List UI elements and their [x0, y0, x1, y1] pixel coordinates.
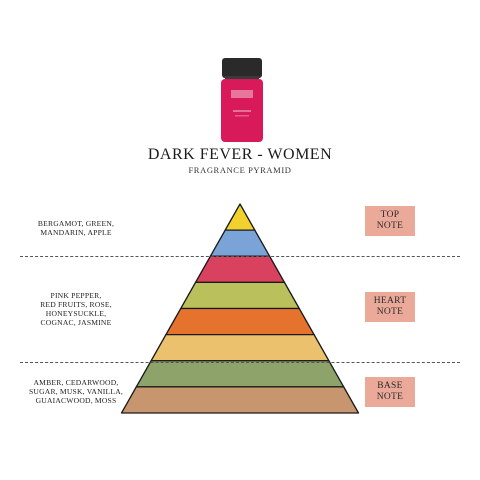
- page-title: DARK FEVER - WOMEN: [147, 146, 333, 163]
- heart-note-label: HEART NOTE: [365, 292, 415, 322]
- pyramid-layer-green: [135, 360, 345, 388]
- note-line: AMBER, CEDARWOOD,: [33, 378, 119, 387]
- note-line: MANDARIN, APPLE: [40, 228, 112, 237]
- heart-notes-list: PINK PEPPER, RED FRUITS, ROSE, HONEYSUCK…: [20, 291, 132, 327]
- note-line: HONEYSUCKLE,: [45, 309, 107, 318]
- note-line: SUGAR, MUSK, VANILLA,: [28, 387, 123, 396]
- tier-label-line: TOP: [380, 210, 400, 220]
- note-line: BERGAMOT, GREEN,: [37, 219, 115, 228]
- pyramid-layer-sand: [150, 333, 330, 362]
- note-line: COGNAC, JASMINE: [40, 318, 112, 327]
- bottle-label: [231, 90, 253, 98]
- bottle-label-line: [233, 110, 251, 112]
- page-subtitle: FRAGRANCE PYRAMID: [188, 165, 292, 175]
- bottle-cap: [222, 58, 262, 78]
- tier-divider-heart-base: [20, 362, 460, 363]
- tier-label-line: NOTE: [376, 307, 404, 317]
- tier-label-line: HEART: [373, 296, 407, 306]
- note-line: RED FRUITS, ROSE,: [40, 300, 112, 309]
- bottle-label-line: [235, 115, 249, 117]
- bottle-neck: [225, 76, 259, 80]
- top-notes-list: BERGAMOT, GREEN, MANDARIN, APPLE: [20, 219, 132, 237]
- pyramid-layer-blue: [209, 229, 271, 257]
- pyramid-layer-brown: [120, 386, 360, 414]
- tier-divider-top-heart: [20, 256, 460, 257]
- base-note-label: BASE NOTE: [365, 377, 415, 407]
- pyramid-layer-lime: [180, 281, 300, 310]
- top-note-label: TOP NOTE: [365, 206, 415, 236]
- tier-label-line: BASE: [377, 381, 403, 391]
- tier-label-line: NOTE: [376, 392, 404, 402]
- pyramid-layer-pink: [194, 255, 286, 284]
- base-notes-list: AMBER, CEDARWOOD, SUGAR, MUSK, VANILLA, …: [20, 378, 132, 405]
- pyramid-layer-yellow: [224, 203, 256, 231]
- note-line: GUAIACWOOD, MOSS: [35, 396, 117, 405]
- perfume-bottle-image: [221, 58, 263, 142]
- tier-label-line: NOTE: [376, 221, 404, 231]
- pyramid-layer-orange: [165, 307, 315, 336]
- note-line: PINK PEPPER,: [50, 291, 102, 300]
